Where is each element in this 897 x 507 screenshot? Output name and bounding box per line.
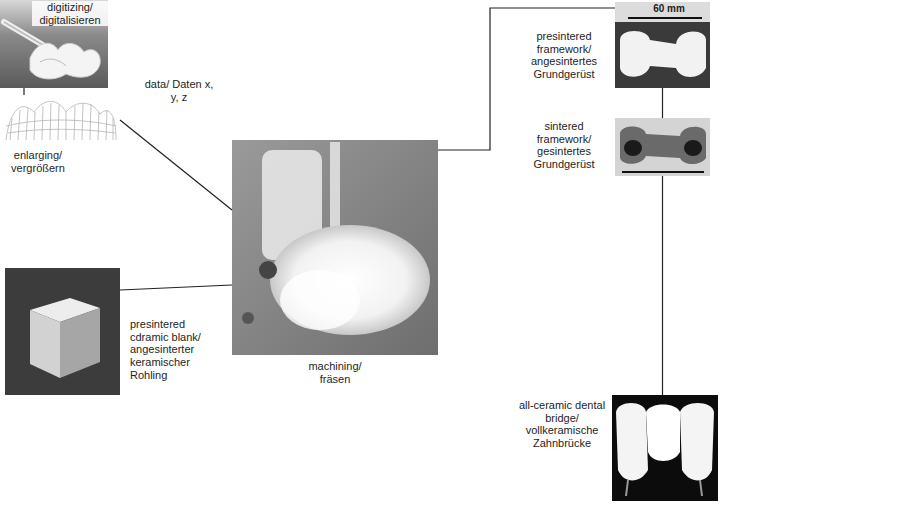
- enlarged-mesh: [6, 102, 116, 141]
- process-connector: [120, 285, 232, 290]
- machining-step: machining/ fräsen: [232, 140, 438, 355]
- step-caption: digitizing/ digitalisieren: [32, 1, 108, 26]
- dental-bridge-step: all-ceramic dental bridge/ vollkeramisch…: [612, 395, 718, 501]
- blank-step: presintered cdramic blank/ angesinterter…: [5, 268, 120, 395]
- scale-label: 60 mm: [636, 3, 702, 15]
- ceramic-blank-photo: [5, 268, 120, 395]
- ceramic-bridge-photo: [612, 395, 718, 501]
- sintered-framework-step: sintered framework/ gesintertes Grundger…: [615, 118, 710, 176]
- step-caption: all-ceramic dental bridge/ vollkeramisch…: [516, 399, 608, 450]
- process-connector: [662, 176, 663, 395]
- process-connector: [23, 88, 24, 95]
- presintered-framework-step: presintered framework/ angesintertes Gru…: [615, 2, 710, 88]
- process-connector: [662, 88, 663, 118]
- step-caption: machining/ fräsen: [290, 360, 380, 385]
- step-caption: sintered framework/ gesintertes Grundger…: [518, 120, 610, 171]
- presintered-framework-photo: [615, 2, 710, 88]
- sintered-framework-photo: [615, 118, 710, 176]
- step-caption: presintered framework/ angesintertes Gru…: [518, 30, 610, 81]
- digitizing-photo: [0, 0, 108, 88]
- machining-photo: [232, 140, 438, 355]
- edge-label: data/ Daten x, y, z: [138, 78, 220, 103]
- enlarging-step: enlarging/ vergrößern: [0, 95, 120, 145]
- step-caption: enlarging/ vergrößern: [2, 149, 74, 174]
- digitizing-step: digitizing/ digitalisieren: [0, 0, 108, 88]
- process-connector: [120, 120, 232, 210]
- step-caption: presintered cdramic blank/ angesinterter…: [128, 318, 216, 381]
